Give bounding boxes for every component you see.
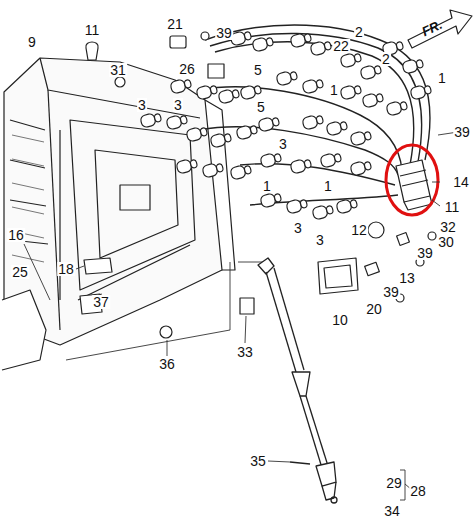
bulb-socket: [166, 113, 188, 130]
callout-number: 3: [137, 98, 147, 112]
bulb-socket: [290, 31, 312, 48]
callout-number: 21: [166, 17, 184, 31]
bulb-socket: [240, 83, 262, 100]
bulb-socket: [350, 159, 372, 176]
bulb-socket: [260, 151, 282, 168]
bulb-socket: [320, 151, 342, 168]
bulb-socket: [140, 111, 162, 128]
case-rib: [12, 135, 44, 142]
callout-number: 33: [236, 345, 254, 359]
callout-number: 11: [444, 200, 461, 214]
bulb-socket: [302, 113, 324, 130]
callout-number: 20: [365, 302, 383, 316]
bulb-socket: [402, 57, 424, 74]
callout-number: 12: [350, 223, 368, 237]
speedometer-cable: [258, 258, 337, 503]
bulb-socket: [202, 161, 224, 178]
bulb-socket: [386, 99, 408, 116]
callout-number: 1: [329, 83, 339, 97]
callout-number: 25: [11, 265, 29, 279]
callout-number: 1: [437, 71, 447, 85]
callout-number: 28: [409, 484, 427, 498]
bulb-socket: [260, 191, 282, 208]
callout-number: 3: [173, 98, 183, 112]
bulb-socket: [340, 83, 362, 100]
case-rib: [12, 207, 44, 214]
direction-label: FR.: [419, 17, 445, 38]
bulb-socket: [218, 87, 240, 104]
callout-number: 36: [158, 357, 176, 371]
callout-number: 10: [331, 313, 349, 327]
bulb-socket: [186, 125, 208, 142]
bulb-socket: [276, 69, 298, 86]
bulb-socket: [230, 29, 252, 46]
bulb-socket: [410, 83, 432, 100]
bulb-socket: [362, 91, 384, 108]
callout-number: 31: [109, 63, 127, 77]
bulb-socket: [258, 115, 280, 132]
meter-case: [4, 58, 235, 345]
bulb-socket: [312, 203, 334, 220]
callout-number: 39: [215, 26, 233, 40]
callout-number: 37: [92, 295, 110, 309]
bulb-socket: [302, 77, 324, 94]
callout-number: 34: [383, 504, 401, 518]
bulb-socket: [340, 51, 362, 68]
bulb-socket: [252, 35, 274, 52]
bulb-socket: [170, 77, 192, 94]
callout-number: 1: [262, 179, 272, 193]
callout-number: 39: [382, 285, 400, 299]
bulb-socket: [196, 83, 218, 100]
case-rib: [12, 183, 44, 190]
bulb-socket: [230, 163, 252, 180]
bulb-socket: [350, 129, 372, 146]
front-arrow: [408, 10, 472, 48]
bulb-socket: [286, 197, 308, 214]
bulb-socket: [310, 39, 332, 56]
wire-harness: [200, 25, 430, 205]
callout-number: 35: [249, 454, 267, 468]
case-rib: [12, 255, 44, 262]
callout-number: 1: [323, 179, 333, 193]
callout-number: 32: [439, 220, 457, 234]
callout-number: 9: [27, 35, 37, 49]
callout-number: 29: [385, 476, 403, 490]
callout-number: 30: [437, 235, 455, 249]
highlight-circle: [386, 145, 438, 215]
callout-number: 16: [7, 228, 25, 242]
callout-number: 26: [178, 62, 196, 76]
callout-number: 5: [256, 100, 266, 114]
callout-number: 11: [84, 23, 101, 37]
callout-number: 3: [278, 137, 288, 151]
bulb-socket: [360, 63, 382, 80]
callout-number: 2: [381, 52, 391, 66]
callout-number: 3: [293, 221, 303, 235]
leader-lines: [24, 132, 458, 500]
callout-number: 13: [398, 271, 416, 285]
small-parts: [2, 32, 436, 370]
bulb-socket: [336, 197, 358, 214]
callout-number: 39: [453, 125, 471, 139]
bulb-socket: [290, 157, 312, 174]
bulb-socket: [236, 123, 258, 140]
callout-number: 3: [315, 233, 325, 247]
bulb-socket: [326, 119, 348, 136]
callout-number: 2: [354, 25, 364, 39]
callout-number: 14: [452, 175, 470, 189]
callout-number: 5: [253, 63, 263, 77]
case-rib: [12, 159, 44, 166]
bulb-socket: [176, 157, 198, 174]
connector-14: [396, 160, 432, 210]
callout-number: 22: [332, 39, 350, 53]
callout-number: 18: [57, 262, 75, 276]
bulb-socket: [210, 131, 232, 148]
callout-number: 39: [416, 246, 434, 260]
